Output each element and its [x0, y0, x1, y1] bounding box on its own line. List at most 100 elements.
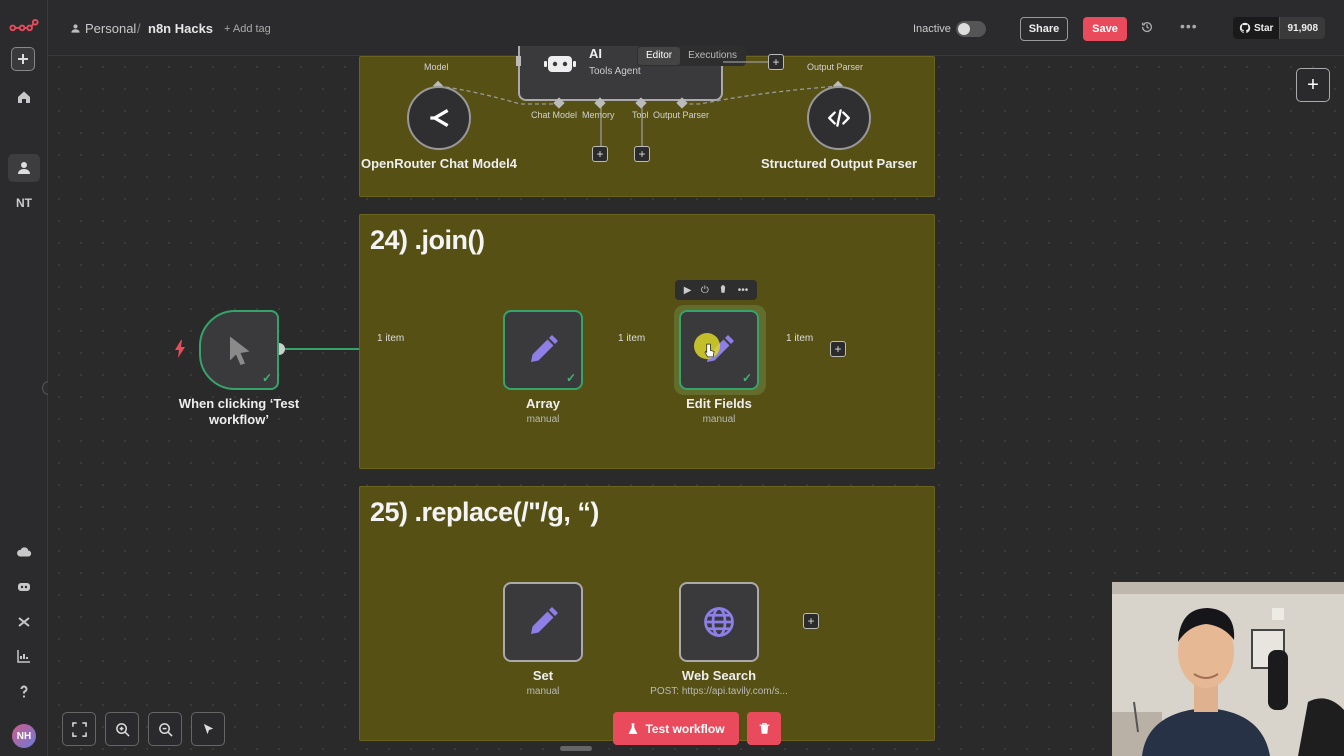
- trash-icon: [759, 723, 769, 734]
- cursor-icon: [230, 336, 250, 365]
- trigger-node-label: When clicking ‘Test workflow’: [178, 396, 300, 427]
- structured-parser-node-label: Structured Output Parser: [760, 156, 918, 171]
- breadcrumb-project[interactable]: Personal: [70, 21, 136, 36]
- robot-icon: [544, 52, 576, 81]
- globe-icon: [704, 607, 734, 637]
- personal-user-icon[interactable]: [8, 154, 40, 182]
- user-icon: [71, 24, 80, 33]
- home-icon[interactable]: [8, 83, 40, 111]
- set-node[interactable]: [503, 582, 583, 662]
- breadcrumb-separator: /: [137, 21, 141, 36]
- tab-editor[interactable]: Editor: [638, 47, 681, 65]
- array-node-label: Array: [526, 396, 560, 411]
- variables-icon[interactable]: [8, 608, 40, 636]
- edit-fields-node-label: Edit Fields: [686, 396, 752, 411]
- deactivate-node-icon[interactable]: ⏻: [700, 284, 709, 296]
- workflow-name[interactable]: n8n Hacks: [148, 21, 214, 36]
- pencil-icon: [531, 335, 558, 362]
- history-icon[interactable]: [1140, 20, 1154, 37]
- fit-view-icon: [71, 721, 87, 737]
- add-memory-button[interactable]: +: [592, 146, 608, 162]
- tab-executions[interactable]: Executions: [688, 50, 738, 61]
- add-node-after-web-search[interactable]: +: [803, 613, 819, 629]
- activation-status-label: Inactive: [913, 23, 951, 35]
- port-label-chat-model: Chat Model: [531, 110, 578, 120]
- view-tabs: Editor Executions: [637, 46, 747, 66]
- sticky-note-join[interactable]: 24) .join(): [359, 214, 935, 469]
- connection-item-count: 1 item: [786, 333, 814, 344]
- github-star-button[interactable]: Star 91,908: [1233, 17, 1326, 39]
- open-nodes-panel-button[interactable]: +: [1296, 68, 1330, 102]
- clear-execution-button[interactable]: [747, 712, 781, 745]
- node-toolbar: ▶ ⏻ •••: [675, 280, 757, 300]
- openrouter-icon: [430, 109, 449, 127]
- zoom-in-icon: [115, 722, 130, 737]
- delete-node-icon[interactable]: [718, 284, 728, 297]
- connection-item-count: 1 item: [377, 333, 405, 344]
- save-button[interactable]: Save: [1083, 17, 1127, 41]
- array-node-subtitle: manual: [526, 414, 560, 425]
- help-icon[interactable]: [8, 677, 40, 705]
- port-label-tool: Tool: [632, 110, 649, 120]
- zoom-out-icon: [158, 722, 173, 737]
- openrouter-chat-model-node[interactable]: [407, 86, 471, 150]
- sidebar: NT NH: [0, 0, 48, 756]
- port-label-memory: Memory: [582, 110, 615, 120]
- port-label-output-parser-input: Output Parser: [807, 62, 864, 72]
- manual-trigger-node[interactable]: ✓: [199, 310, 279, 390]
- set-node-subtitle: manual: [526, 686, 560, 697]
- cloud-icon[interactable]: [8, 538, 40, 566]
- openrouter-node-label: OpenRouter Chat Model4: [360, 156, 517, 171]
- create-new-button[interactable]: [11, 47, 35, 71]
- user-avatar[interactable]: NH: [12, 724, 36, 748]
- add-tag-link[interactable]: + Add tag: [224, 23, 271, 35]
- zoom-out-button[interactable]: [148, 712, 182, 746]
- tidy-up-button[interactable]: [191, 712, 225, 746]
- sticky-note-replace[interactable]: 25) .replace(/"/g, “): [359, 486, 935, 741]
- set-node-label: Set: [532, 668, 554, 683]
- success-check-icon: ✓: [741, 371, 752, 385]
- share-button[interactable]: Share: [1020, 17, 1068, 41]
- test-workflow-button[interactable]: Test workflow: [613, 712, 739, 745]
- test-workflow-label: Test workflow: [645, 721, 725, 736]
- pencil-icon: [531, 607, 558, 634]
- code-icon: [828, 109, 850, 127]
- github-icon: [1239, 22, 1251, 33]
- zoom-to-fit-button[interactable]: [62, 712, 96, 746]
- flask-icon: [628, 722, 638, 734]
- toggle-knob: [958, 23, 970, 35]
- mouse-pointer-icon: [704, 343, 715, 363]
- array-node[interactable]: ✓: [503, 310, 583, 390]
- trigger-lightning-icon: [174, 340, 186, 363]
- templates-icon[interactable]: [8, 573, 40, 601]
- ai-agent-subtitle: Tools Agent: [589, 66, 641, 77]
- web-search-node-label: Web Search: [681, 668, 757, 683]
- activation-toggle[interactable]: [956, 21, 986, 37]
- zoom-in-button[interactable]: [105, 712, 139, 746]
- github-star-label: Star: [1254, 22, 1274, 34]
- github-star: Star: [1233, 17, 1280, 39]
- connection-item-count: 1 item: [618, 333, 646, 344]
- presenter-webcam-video: [1112, 582, 1344, 756]
- port-label-output-parser: Output Parser: [653, 110, 710, 120]
- port-label-model: Model: [424, 62, 449, 72]
- execute-node-icon[interactable]: ▶: [683, 284, 692, 296]
- web-search-node-subtitle: POST: https://api.tavily.com/s...: [650, 686, 788, 697]
- project-initials[interactable]: NT: [16, 196, 32, 210]
- edit-fields-node-subtitle: manual: [702, 414, 736, 425]
- success-check-icon: ✓: [261, 371, 272, 385]
- cursor-arrow-icon: [203, 723, 213, 734]
- structured-output-parser-node[interactable]: [807, 86, 871, 150]
- more-options-icon[interactable]: •••: [1180, 18, 1198, 34]
- add-node-after-edit-fields[interactable]: +: [830, 341, 846, 357]
- add-after-agent-button[interactable]: +: [768, 54, 784, 70]
- canvas-scroll-handle[interactable]: [560, 746, 592, 751]
- add-tool-button[interactable]: +: [634, 146, 650, 162]
- insights-chart-icon[interactable]: [8, 642, 40, 670]
- node-more-icon[interactable]: •••: [737, 284, 749, 296]
- ai-agent-title: AI Agent: [589, 46, 602, 60]
- web-search-node[interactable]: [679, 582, 759, 662]
- n8n-logo-icon[interactable]: [8, 12, 40, 40]
- sticky-title-join: 24) .join(): [370, 225, 485, 255]
